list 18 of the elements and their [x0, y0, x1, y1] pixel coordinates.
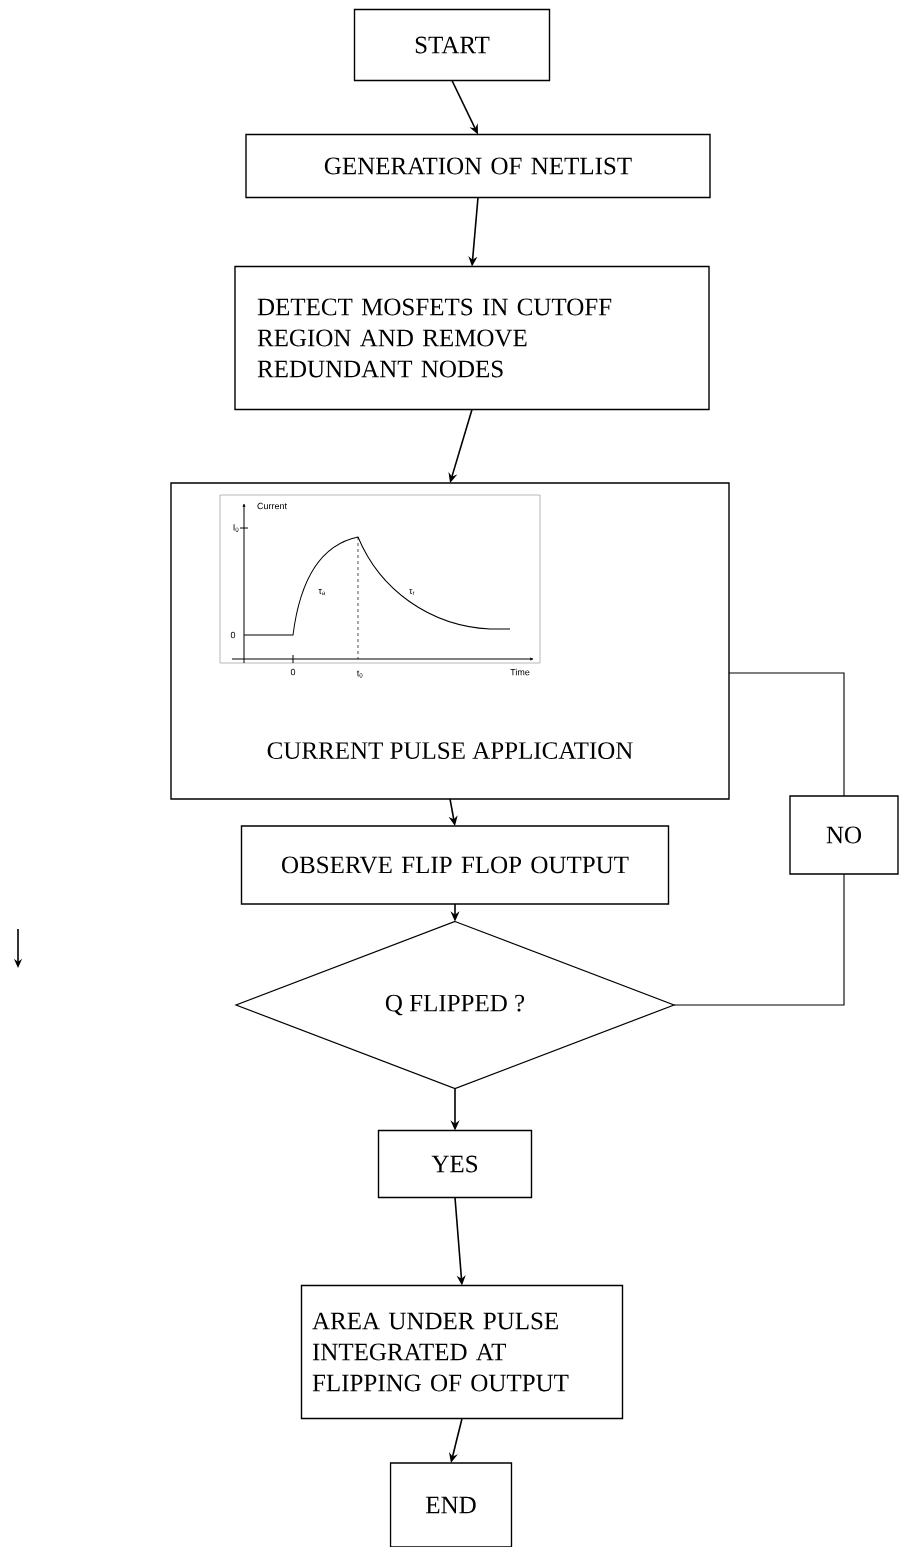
graph-label: t$_{0}$ [356, 670, 363, 678]
process-box: START [353, 8, 551, 82]
process-box: OBSERVE FLIP FLOP OUTPUT [240, 825, 670, 905]
connector-line [673, 873, 845, 1006]
graph-label: I$_{0}$ [233, 524, 239, 532]
graph-label: 0 [230, 631, 236, 639]
process-box: NO [789, 795, 899, 875]
process-box: YES [377, 1129, 533, 1199]
axis-label: Time [510, 668, 530, 676]
graph-label: τ$_{r}$ [409, 589, 415, 595]
process-box: AREA UNDER PULSE INTEGRATED AT FLIPPING OF OUTPUT [300, 1284, 624, 1420]
graph-label: 0 [290, 668, 296, 676]
graph-label: τ$_{a}$ [318, 589, 326, 595]
axis-label: Current [257, 502, 287, 510]
process-box: END [389, 1462, 513, 1547]
connector-line [728, 672, 845, 797]
process-box: DETECT MOSFETS IN CUTOFF REGION AND REMOVE REDUNDANT NODES [234, 265, 710, 411]
process-box: GENERATION OF NETLIST [245, 133, 711, 199]
